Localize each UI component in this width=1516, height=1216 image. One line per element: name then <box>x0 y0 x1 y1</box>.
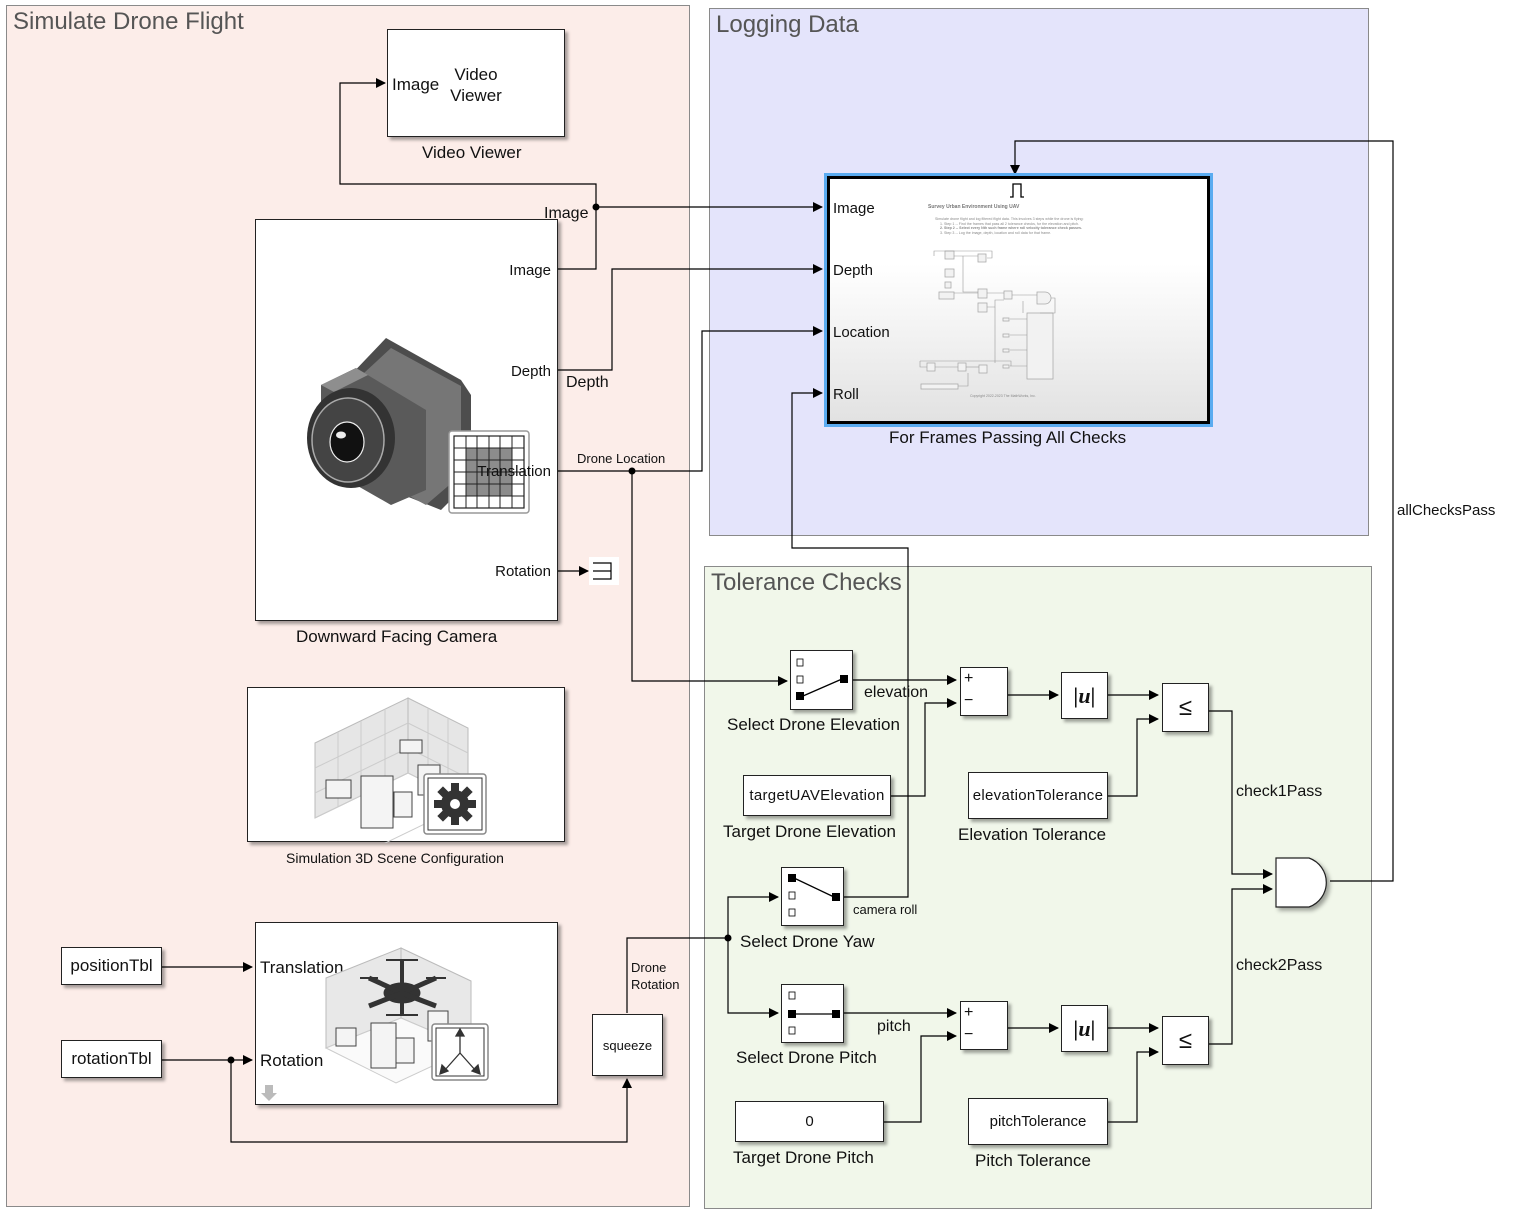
relop-symbol: ≤ <box>1178 1026 1193 1054</box>
block-icon-text: Video Viewer <box>450 65 502 105</box>
block-value: squeeze <box>602 1037 653 1053</box>
inport-label: Depth <box>833 262 874 279</box>
inport-label: Location <box>833 324 890 341</box>
target-pitch-block[interactable]: 0 <box>735 1101 884 1142</box>
block-value: rotationTbl <box>71 1049 152 1068</box>
target-elevation-block[interactable]: targetUAVElevation <box>743 775 891 816</box>
outport-label: Rotation <box>495 563 551 580</box>
block-value: 0 <box>805 1113 814 1130</box>
axes-icon <box>439 1027 481 1076</box>
signal-label-depth: Depth <box>566 374 609 391</box>
signal-label-check2: check2Pass <box>1236 957 1323 974</box>
select-yaw-block[interactable] <box>781 867 844 926</box>
signal-label-image: Image <box>544 205 589 222</box>
inport-label: Rotation <box>260 1051 324 1070</box>
preview-lines: Simulate drone flight and log filtered f… <box>935 217 1084 235</box>
signal-label-pitch: pitch <box>877 1018 911 1035</box>
signal-label-all-checks: allChecksPass <box>1397 502 1496 519</box>
selector-icon <box>796 658 848 700</box>
pitch-tolerance-block[interactable]: pitchTolerance <box>968 1098 1108 1145</box>
trigger-icon <box>1010 183 1024 198</box>
inport-label: Image <box>833 200 875 217</box>
signal-label-elevation: elevation <box>864 684 929 701</box>
terminator-icon <box>593 562 612 580</box>
block-value: pitchTolerance <box>989 1113 1087 1130</box>
inport-label: Image <box>392 75 440 94</box>
uav-vehicle-block[interactable]: Translation Rotation <box>255 922 558 1105</box>
block-name: Video Viewer <box>422 143 522 162</box>
relop-symbol: ≤ <box>1178 693 1193 721</box>
grid-icon <box>448 430 530 514</box>
minus-sign: − <box>964 1026 974 1043</box>
sum-pitch-block[interactable]: + − <box>960 1001 1008 1050</box>
camera-block[interactable]: Image Depth Rotation Tr <box>255 219 558 621</box>
arrow-down-icon <box>261 1085 277 1101</box>
uav-icon <box>261 947 489 1101</box>
frames-subsystem-block[interactable]: Image Depth Location Roll Survey Urban E… <box>827 176 1210 424</box>
block-value: positionTbl <box>70 956 153 975</box>
block-name: Simulation 3D Scene Configuration <box>286 850 504 866</box>
video-viewer-block[interactable]: Image Video Viewer <box>387 29 565 137</box>
signal-label-check1: check1Pass <box>1236 783 1323 800</box>
signal-label-camera-roll: camera roll <box>853 902 918 917</box>
outport-label: Translation <box>477 463 551 480</box>
and-gate-block[interactable] <box>1273 855 1335 911</box>
preview-copyright: Copyright 2022-2023 The MathWorks, Inc. <box>970 394 1036 398</box>
outport-label: Image <box>509 262 551 279</box>
selector-icon <box>788 991 840 1035</box>
squeeze-block[interactable]: squeeze <box>592 1014 663 1076</box>
block-name: Target Drone Elevation <box>723 822 896 841</box>
block-name: Select Drone Elevation <box>727 715 900 734</box>
outport-label: Depth <box>510 363 551 380</box>
select-elevation-block[interactable] <box>790 650 853 710</box>
block-name: Downward Facing Camera <box>296 627 498 646</box>
block-value: targetUAVElevation <box>749 787 885 804</box>
area-title: Tolerance Checks <box>711 569 902 596</box>
abs-symbol: |u| <box>1073 1015 1096 1041</box>
abs-elevation-block[interactable]: |u| <box>1061 672 1108 719</box>
scene-config-block[interactable] <box>247 687 565 843</box>
relop-pitch-block[interactable]: ≤ <box>1162 1016 1209 1065</box>
preview-title: Survey Urban Environment Using UAV <box>928 204 1020 210</box>
plus-sign: + <box>964 1004 974 1021</box>
terminator-block[interactable] <box>589 557 619 585</box>
gear-icon <box>434 783 476 825</box>
signal-label-drone-location: Drone Location <box>577 451 666 466</box>
inport-label: Roll <box>833 386 859 403</box>
rotation-table-block[interactable]: rotationTbl <box>61 1040 162 1078</box>
position-table-block[interactable]: positionTbl <box>61 947 162 985</box>
plus-sign: + <box>964 670 974 687</box>
block-value: elevationTolerance <box>972 787 1104 804</box>
elevation-tolerance-block[interactable]: elevationTolerance <box>968 772 1108 819</box>
area-title: Simulate Drone Flight <box>13 8 244 35</box>
area-title: Logging Data <box>716 11 859 38</box>
block-name: Select Drone Yaw <box>740 932 875 951</box>
inport-label: Translation <box>260 958 344 977</box>
signal-label-drone-rotation: Drone Rotation <box>631 960 680 992</box>
block-name: Elevation Tolerance <box>958 825 1107 844</box>
sum-elevation-block[interactable]: + − <box>960 667 1008 716</box>
block-name: Target Drone Pitch <box>733 1148 874 1167</box>
minus-sign: − <box>964 692 974 709</box>
scene-icon <box>314 697 487 843</box>
preview-diagram <box>919 250 1056 390</box>
abs-symbol: |u| <box>1073 682 1096 708</box>
select-pitch-block[interactable] <box>781 984 844 1043</box>
camera-icon <box>307 338 530 514</box>
selector-icon <box>788 874 840 917</box>
drone-icon <box>360 959 446 1016</box>
block-name: Pitch Tolerance <box>975 1151 1091 1170</box>
block-name: Select Drone Pitch <box>736 1048 877 1067</box>
abs-pitch-block[interactable]: |u| <box>1061 1005 1108 1052</box>
relop-elevation-block[interactable]: ≤ <box>1162 683 1209 732</box>
block-name: For Frames Passing All Checks <box>889 428 1127 447</box>
